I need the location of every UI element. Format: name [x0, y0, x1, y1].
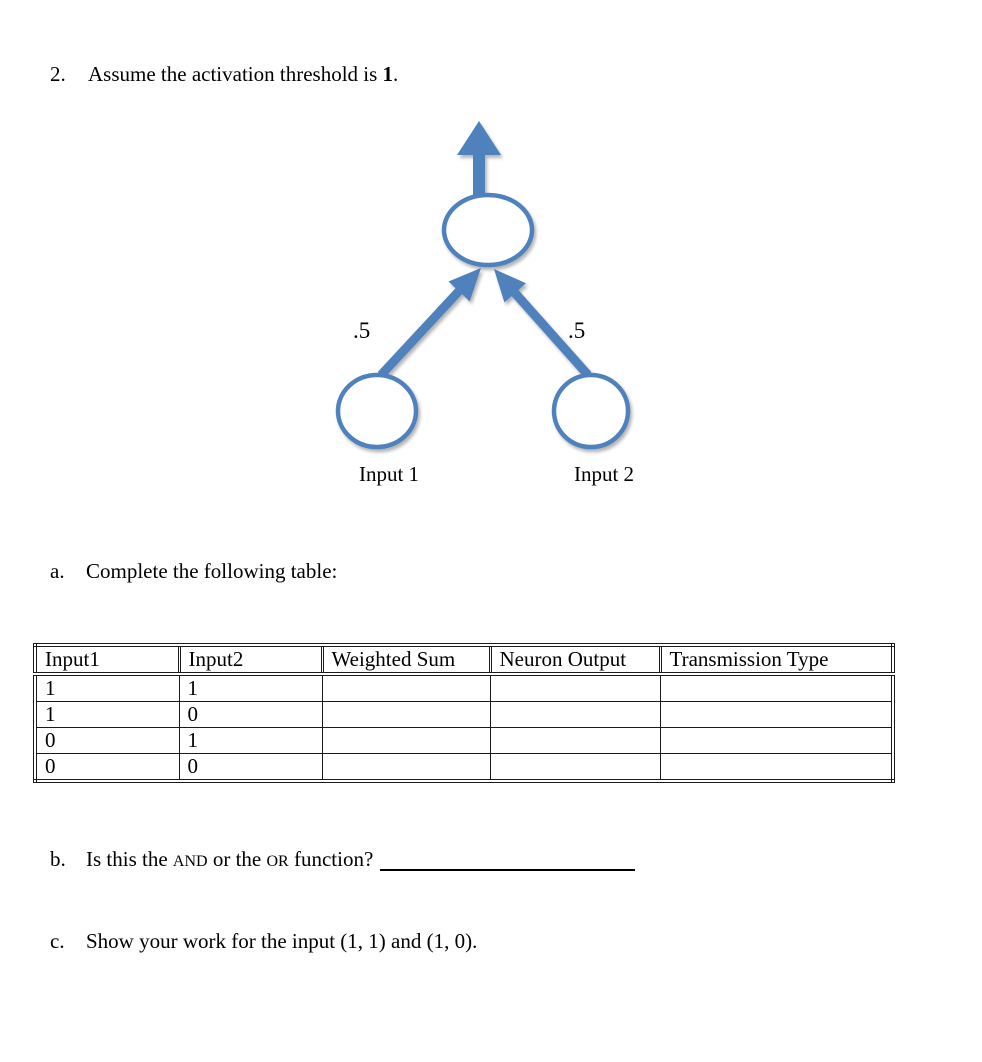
table-row: 1 1	[35, 673, 893, 702]
header-neuron-output: Neuron Output	[490, 645, 662, 676]
and-smallcaps: AND	[172, 853, 208, 870]
table-row: 0 0	[35, 753, 893, 781]
table-cell: 0	[179, 701, 323, 728]
table-cell-fillable[interactable]	[660, 753, 893, 781]
table-cell: 1	[35, 701, 180, 728]
header-weighted-sum: Weighted Sum	[322, 645, 492, 676]
table-cell-fillable[interactable]	[322, 673, 491, 702]
neural-network-diagram: .5 .5 Input 1 Input 2	[335, 121, 634, 486]
item-b-letter: b.	[50, 847, 66, 871]
table-cell-fillable[interactable]	[322, 727, 491, 754]
question-2-text: Assume the activation threshold is	[88, 62, 383, 86]
question-2-line: 2. Assume the activation threshold is 1.	[50, 61, 950, 87]
output-neuron-circle	[441, 192, 535, 268]
table-cell-fillable[interactable]	[490, 727, 661, 754]
table-cell-fillable[interactable]	[490, 753, 661, 781]
truth-table: Input1 Input2 Weighted Sum Neuron Output…	[33, 643, 895, 783]
table-cell: 1	[35, 673, 180, 702]
table-cell-fillable[interactable]	[322, 753, 491, 781]
item-c-text: Show your work for the input (1, 1) and …	[86, 929, 478, 953]
table-cell-fillable[interactable]	[490, 673, 661, 702]
item-b-text-2: or the	[207, 847, 267, 871]
table-cell: 0	[179, 753, 323, 781]
table-cell: 0	[35, 753, 180, 781]
item-b-text-3: function?	[288, 847, 374, 871]
item-b-line: b. Is this the AND or the OR function?	[50, 846, 950, 875]
table-header-row: Input1 Input2 Weighted Sum Neuron Output…	[35, 645, 893, 676]
header-input1: Input1	[35, 645, 181, 676]
item-a-text: Complete the following table:	[86, 559, 338, 583]
input2-label: Input 2	[574, 462, 634, 486]
table-cell: 0	[35, 727, 180, 754]
input2-weight-arrow	[494, 269, 592, 378]
input1-label: Input 1	[359, 462, 419, 486]
table-row: 1 0	[35, 701, 893, 728]
item-c-letter: c.	[50, 929, 65, 953]
or-smallcaps: OR	[266, 853, 289, 870]
output-arrow	[457, 121, 501, 196]
input1-neuron-circle	[335, 372, 419, 450]
table-cell: 1	[179, 727, 323, 754]
weight-label-input2: .5	[568, 318, 585, 343]
header-transmission-type: Transmission Type	[660, 645, 893, 676]
item-a-line: a. Complete the following table:	[50, 558, 950, 584]
item-b-text-1: Is this the	[86, 847, 173, 871]
table-cell: 1	[179, 673, 323, 702]
table-cell-fillable[interactable]	[660, 701, 893, 728]
table-row: 0 1	[35, 727, 893, 754]
weight-label-input1: .5	[353, 318, 370, 343]
input2-neuron-circle	[551, 372, 631, 450]
table-cell-fillable[interactable]	[660, 673, 893, 702]
table-cell-fillable[interactable]	[660, 727, 893, 754]
input1-weight-arrow	[377, 268, 481, 379]
threshold-value: 1	[382, 62, 394, 86]
question-2-period: .	[393, 62, 399, 86]
item-a-letter: a.	[50, 559, 65, 583]
table-cell-fillable[interactable]	[322, 701, 491, 728]
header-input2: Input2	[179, 645, 324, 676]
answer-blank-line[interactable]	[380, 848, 636, 871]
question-2-number: 2.	[50, 62, 66, 86]
item-c-line: c. Show your work for the input (1, 1) an…	[50, 928, 950, 954]
table-cell-fillable[interactable]	[490, 701, 661, 728]
